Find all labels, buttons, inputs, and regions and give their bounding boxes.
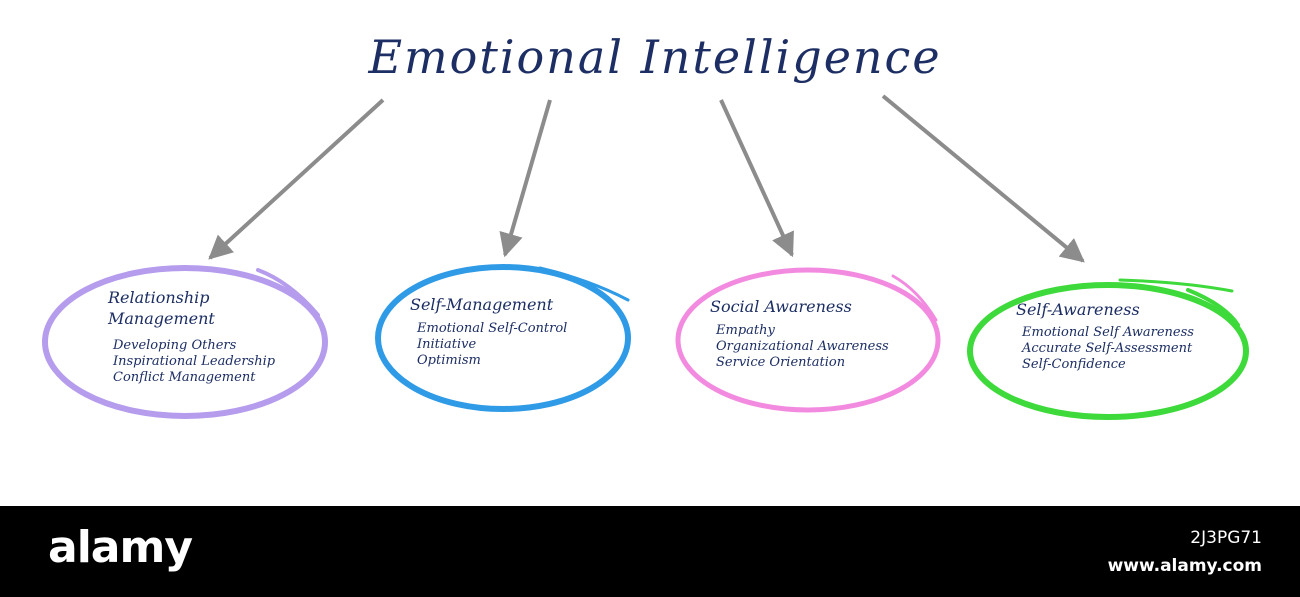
arrow-to-relationship-management <box>208 98 385 260</box>
node-ellipse <box>375 264 631 412</box>
node-ellipse <box>42 265 328 419</box>
brand-logo: alamy <box>48 522 193 573</box>
node-item: Developing Others <box>112 338 237 353</box>
node-ellipse-tail <box>1118 278 1234 293</box>
node-item: Emotional Self-Control <box>416 321 567 336</box>
node-self-management: Self-Management Emotional Self-Control I… <box>375 264 631 412</box>
node-item: Empathy <box>715 323 775 338</box>
arrow-to-self-management <box>499 99 552 258</box>
node-item: Initiative <box>416 337 477 352</box>
node-title-line: Self-Management <box>410 295 554 314</box>
node-relationship-management: Relationship Management Developing Other… <box>42 265 328 419</box>
node-title-line: Management <box>107 309 215 328</box>
node-ellipse-tail <box>256 268 320 317</box>
site-url: www.alamy.com <box>1107 556 1262 576</box>
node-item: Optimism <box>417 353 481 368</box>
node-ellipse-tail <box>891 274 938 322</box>
watermark-footer: alamy 2J3PG71 www.alamy.com <box>0 506 1300 597</box>
node-ellipse-tail-hook <box>1186 288 1240 327</box>
node-item: Accurate Self-Assessment <box>1021 341 1193 356</box>
node-ellipse-tail <box>538 266 630 302</box>
node-title-line: Relationship <box>107 288 210 307</box>
node-item: Self-Confidence <box>1022 357 1126 372</box>
arrow-to-social-awareness <box>719 99 794 258</box>
emotional-intelligence-diagram: Emotional Intelligence Relationship Mana… <box>42 30 1249 420</box>
diagram-title: Emotional Intelligence <box>367 30 941 84</box>
node-title-line: Social Awareness <box>710 297 852 316</box>
node-title-line: Self-Awareness <box>1016 300 1140 319</box>
node-self-awareness: Self-Awareness Emotional Self Awareness … <box>967 278 1249 420</box>
node-item: Conflict Management <box>113 370 256 385</box>
node-item: Inspirational Leadership <box>112 354 276 369</box>
image-id: 2J3PG71 <box>1190 528 1262 548</box>
arrow-to-self-awareness <box>881 94 1085 263</box>
node-item: Organizational Awareness <box>716 339 889 354</box>
node-item: Emotional Self Awareness <box>1021 325 1194 340</box>
node-ellipse <box>675 267 941 413</box>
node-social-awareness: Social Awareness Empathy Organizational … <box>675 267 941 413</box>
node-item: Service Orientation <box>716 355 845 370</box>
node-ellipse <box>967 282 1249 420</box>
